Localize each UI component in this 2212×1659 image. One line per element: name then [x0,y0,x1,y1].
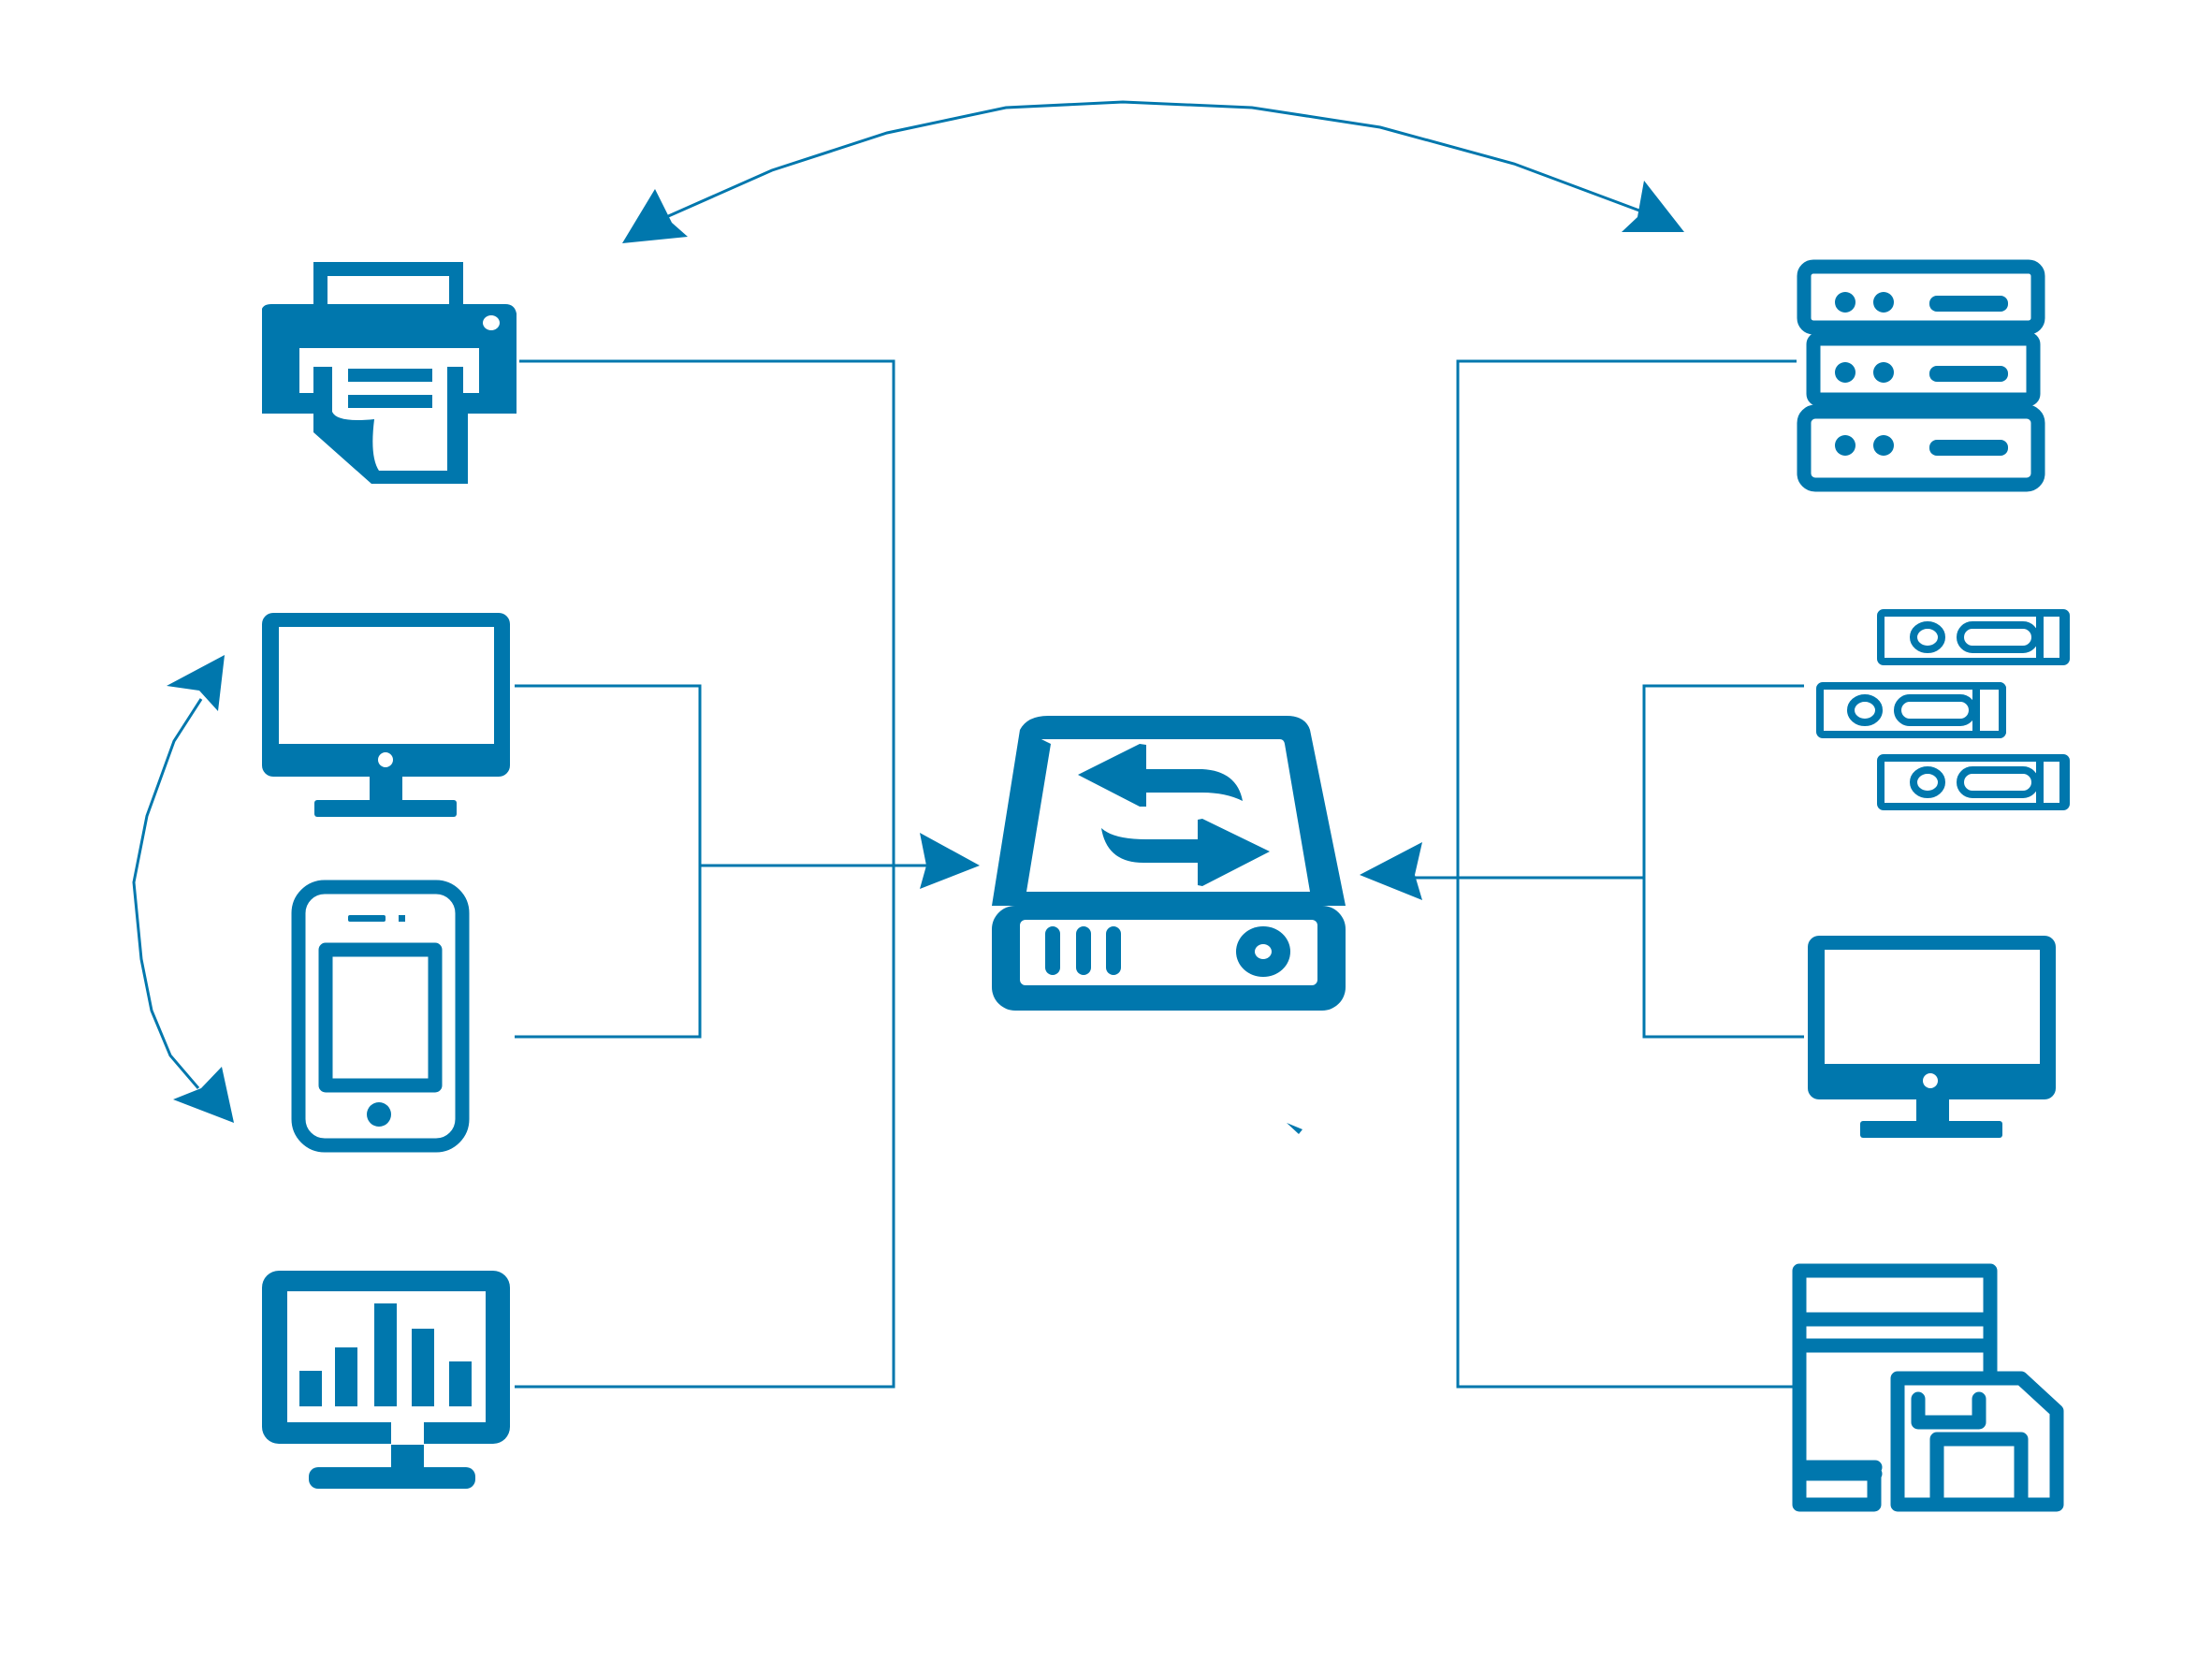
connector-desktop-left [515,684,702,866]
desktop-monitor-icon [1808,936,2056,1138]
printer-indicator-light [483,315,500,330]
chart-bars [299,1303,472,1406]
printer-paper-line [348,395,432,408]
storage-module [1877,754,2070,810]
connector-analytics-monitor [515,866,895,1389]
arc-printer-server-rack [665,100,1640,219]
arrowhead-arc-printer [622,189,688,243]
storage-modules-icon [1816,609,2070,810]
data-exchange-drive-icon [992,716,1346,1011]
arrowhead-arc-server-rack [1622,181,1684,232]
connector-server-rack [1456,359,1797,878]
arrowhead-right-into-hub [1360,842,1422,900]
arrowhead-left-into-hub [920,833,980,889]
arrowhead-arc-tablet [173,1067,234,1123]
connector-printer [519,359,895,866]
server-rack-icon [1797,259,2045,492]
storage-module [1816,682,2006,738]
arrowhead-arc-desktop [167,655,225,711]
document-floppy-save-icon [1792,1263,2064,1512]
stray-mark [1287,1123,1302,1134]
desktop-monitor-icon [262,613,510,817]
arc-desktop-tablet [132,698,203,1089]
connector-save-document [1456,878,1797,1389]
connector-storage-modules [1642,684,1804,878]
tablet-icon [291,880,470,1153]
storage-module [1877,609,2070,665]
connector-lines [515,359,1804,1389]
connector-desktop-right [1642,878,1804,1039]
connector-tablet [515,866,702,1039]
bar-chart-monitor-icon [262,1271,510,1489]
printer-icon [262,262,517,484]
printer-paper-line [348,369,432,382]
exchange-arrows [1078,744,1270,886]
